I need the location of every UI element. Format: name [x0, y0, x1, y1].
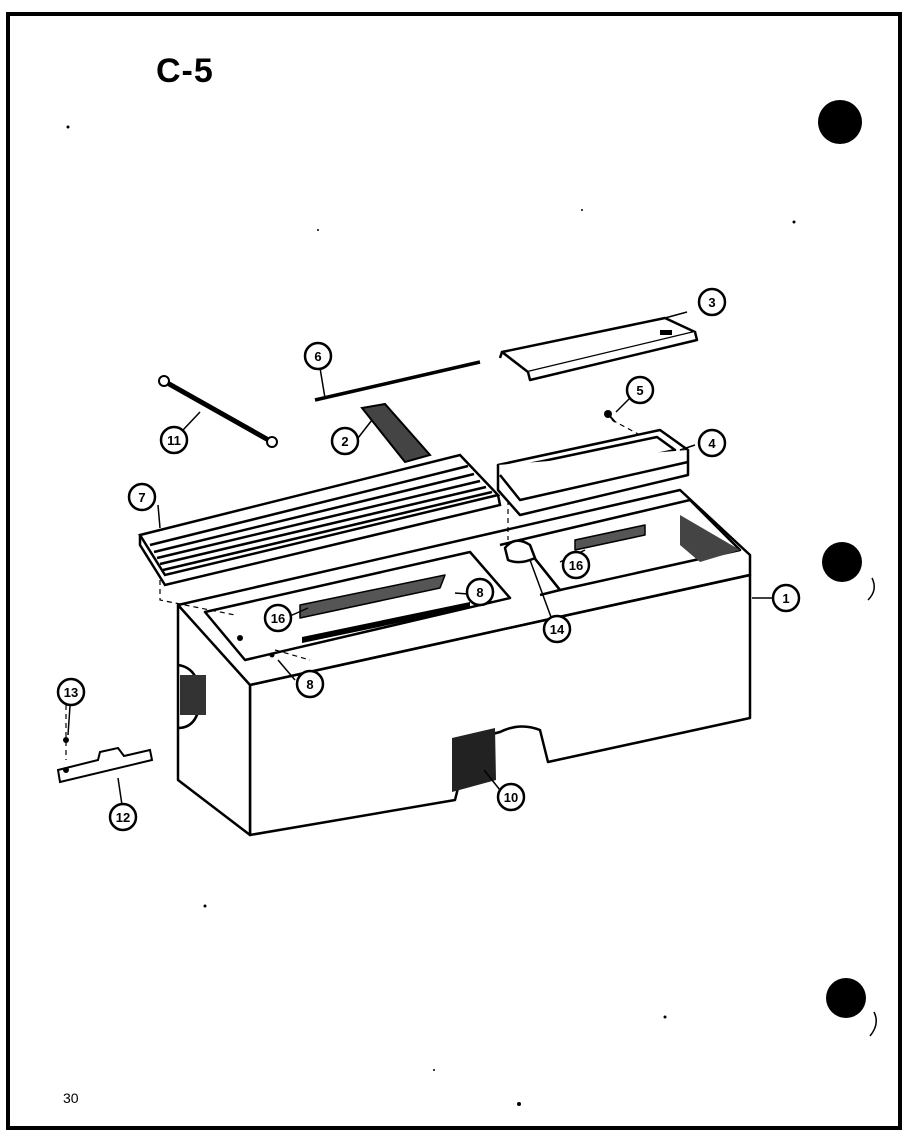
svg-text:11: 11	[167, 433, 181, 448]
binder-hole-bottom	[826, 978, 866, 1018]
hole-mark	[869, 1011, 877, 1037]
screw-part-13	[63, 737, 69, 743]
svg-text:8: 8	[306, 677, 313, 692]
bracket-part-12	[56, 746, 154, 784]
svg-text:7: 7	[138, 490, 145, 505]
scan-specks	[66, 125, 796, 1106]
hose-part-11	[158, 375, 278, 448]
screw-part-5	[604, 410, 616, 423]
svg-text:10: 10	[504, 790, 518, 805]
callout-16b: 16	[561, 550, 591, 580]
callout-1: 1	[771, 583, 801, 613]
page-title: C-5	[156, 52, 214, 90]
page-number: 30	[63, 1090, 79, 1106]
callout-16a: 16	[263, 603, 293, 633]
callout-12: 12	[108, 802, 138, 832]
filter-part-2	[360, 402, 432, 464]
callout-7: 7	[127, 482, 157, 512]
binder-hole-top	[818, 100, 862, 144]
svg-text:5: 5	[636, 383, 643, 398]
callout-2: 2	[330, 426, 360, 456]
svg-text:8: 8	[476, 585, 483, 600]
svg-text:16: 16	[569, 558, 583, 573]
svg-text:3: 3	[708, 295, 715, 310]
svg-text:12: 12	[116, 810, 130, 825]
svg-text:16: 16	[271, 611, 285, 626]
page-border	[6, 12, 902, 1130]
svg-text:2: 2	[341, 434, 348, 449]
cover-part-3	[498, 316, 699, 382]
hole-mark	[867, 577, 875, 601]
grille-part-7	[138, 453, 502, 587]
callout-8b: 8	[295, 669, 325, 699]
tray-part-4	[496, 428, 690, 517]
leader-lines	[67, 311, 772, 806]
binder-hole-middle	[822, 542, 862, 582]
callout-4: 4	[697, 428, 727, 458]
svg-text:13: 13	[64, 685, 78, 700]
svg-text:4: 4	[708, 436, 716, 451]
callout-6: 6	[303, 341, 333, 371]
svg-text:14: 14	[550, 622, 565, 637]
svg-text:6: 6	[314, 349, 321, 364]
callout-14: 14	[542, 614, 572, 644]
callout-8a: 8	[465, 577, 495, 607]
callout-11: 11	[159, 425, 189, 455]
cabinet-part-1	[176, 488, 752, 837]
callout-13: 13	[56, 677, 86, 707]
callout-10: 10	[496, 782, 526, 812]
projection-lines	[65, 419, 641, 760]
callout-5: 5	[625, 375, 655, 405]
callout-3: 3	[697, 287, 727, 317]
rod-part-6	[314, 360, 481, 402]
svg-text:1: 1	[782, 591, 789, 606]
